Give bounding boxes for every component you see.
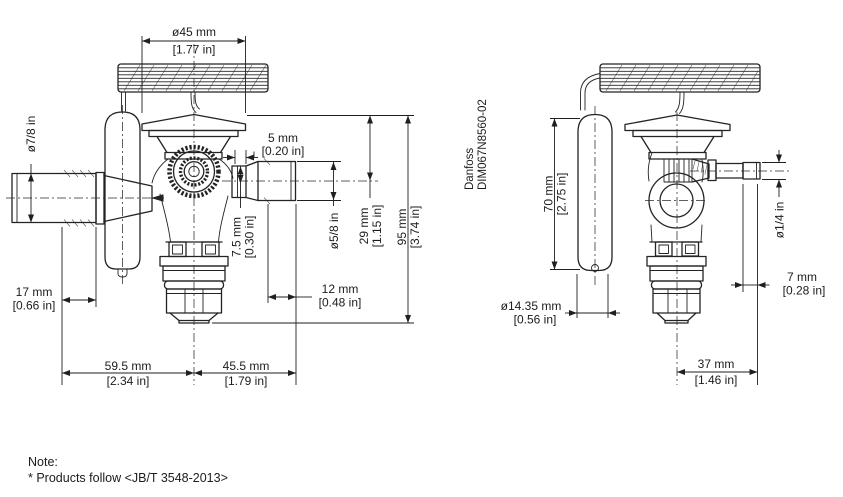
brand-label: Danfoss bbox=[464, 148, 476, 190]
dim-center-to-end-in: [1.46 in] bbox=[695, 373, 738, 387]
front-dimensions: ø45 mm [1.77 in] ø7/8 in 17 mm [0.66 in]… bbox=[13, 25, 422, 388]
power-element-side bbox=[624, 114, 731, 160]
dim-outlet-cup-in: [0.48 in] bbox=[319, 296, 362, 310]
dim-element-diameter-in: [1.77 in] bbox=[173, 43, 216, 57]
outlet-pipe-front bbox=[222, 158, 378, 205]
dim-inlet-cup-mm: 17 mm bbox=[16, 285, 53, 299]
dim-stub-width-in: [0.20 in] bbox=[262, 144, 305, 158]
side-view bbox=[577, 63, 790, 385]
capillary-side bbox=[675, 91, 685, 114]
dim-span-right-in: [1.79 in] bbox=[225, 374, 268, 388]
note-title: Note: bbox=[28, 455, 58, 469]
coil-side bbox=[599, 63, 761, 93]
dim-span-right-mm: 45.5 mm bbox=[223, 359, 270, 373]
dim-outlet-od: ø5/8 in bbox=[327, 213, 341, 250]
dim-bulb-length-mm: 70 mm bbox=[542, 176, 556, 213]
doc-number-label: DIM067N8560-02 bbox=[477, 99, 489, 190]
coil-front bbox=[117, 63, 269, 93]
dim-stub-offset-in: [0.30 in] bbox=[243, 216, 257, 259]
dim-stub-width-mm: 5 mm bbox=[268, 131, 298, 145]
dim-bulb-length-in: [2.75 in] bbox=[555, 173, 569, 216]
dim-bulb-od-mm: ø14.35 mm bbox=[501, 299, 562, 313]
dim-equalizer-cup-in: [0.28 in] bbox=[783, 284, 826, 298]
dim-equalizer-od: ø1/4 in bbox=[773, 202, 787, 239]
dim-span-left-in: [2.34 in] bbox=[107, 374, 150, 388]
dim-outlet-cup-mm: 12 mm bbox=[322, 282, 359, 296]
capillary-front bbox=[190, 91, 200, 113]
front-view bbox=[6, 44, 378, 385]
note-block: Note: * Products follow <JB/T 3548-2013> bbox=[28, 455, 228, 485]
dim-stub-offset-mm: 7.5 mm bbox=[230, 217, 244, 257]
valve-body-side bbox=[645, 152, 790, 243]
dim-inlet-cup-in: [0.66 in] bbox=[13, 299, 56, 313]
flow-arrow bbox=[151, 194, 164, 202]
bulb-front bbox=[104, 91, 141, 284]
dim-axis-height-in: [1.15 in] bbox=[370, 205, 384, 248]
dim-equalizer-cup-mm: 7 mm bbox=[787, 270, 817, 284]
dim-inlet-od: ø7/8 in bbox=[24, 116, 38, 153]
dim-bulb-od-in: [0.56 in] bbox=[514, 313, 557, 327]
side-dimensions: 70 mm [2.75 in] ø14.35 mm [0.56 in] ø1/4… bbox=[501, 118, 826, 387]
dim-total-height-mm: 95 mm bbox=[395, 209, 409, 246]
bulb-side bbox=[577, 106, 613, 285]
capillary-to-bulb bbox=[580, 73, 601, 111]
valve-body-front bbox=[151, 144, 234, 243]
dim-span-left-mm: 59.5 mm bbox=[105, 359, 152, 373]
lower-body-side bbox=[646, 241, 707, 324]
note-body: * Products follow <JB/T 3548-2013> bbox=[28, 471, 228, 485]
dim-total-height-in: [3.74 in] bbox=[408, 206, 422, 249]
power-element-front bbox=[141, 113, 247, 160]
dim-center-to-end-mm: 37 mm bbox=[698, 357, 735, 371]
lower-body-front bbox=[159, 241, 229, 324]
dim-element-diameter-mm: ø45 mm bbox=[172, 25, 216, 39]
inlet-pipe-front bbox=[6, 169, 164, 227]
doc-id-block: Danfoss DIM067N8560-02 bbox=[464, 99, 489, 190]
dim-axis-height-mm: 29 mm bbox=[357, 208, 371, 245]
